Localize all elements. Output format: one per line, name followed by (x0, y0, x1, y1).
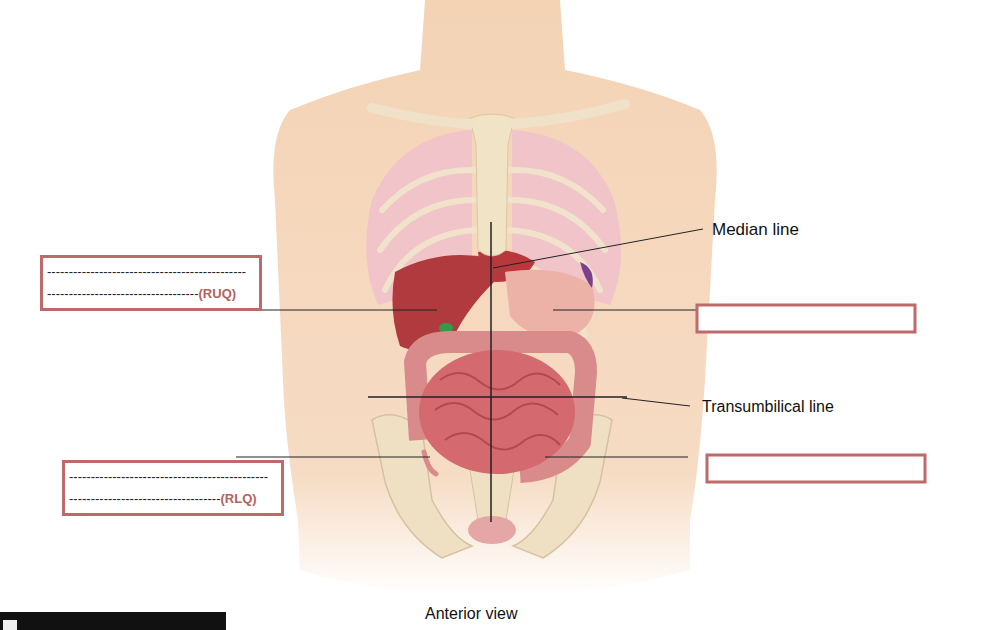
line-label: Transumbilical line (702, 397, 922, 417)
appendix (424, 452, 436, 474)
small-intestine (419, 350, 575, 474)
blank-answer-box (697, 305, 915, 332)
corner-bar (0, 612, 226, 630)
quadrant-label-box: ----------------------------------------… (40, 255, 262, 311)
leader-lines (236, 229, 703, 457)
sternum (470, 114, 514, 256)
blank-dashes: ----------------------------------------… (69, 469, 268, 484)
left-clavicle (372, 108, 470, 124)
stomach (505, 270, 595, 337)
quadrant-abbreviation: (RLQ) (221, 491, 257, 506)
blank-dashes: ----------------------------------- (47, 286, 199, 301)
bladder (468, 516, 516, 544)
intestine-folds (435, 373, 560, 450)
view-caption: Anterior view (425, 604, 585, 624)
sacrum (470, 470, 514, 520)
corner-icon (3, 620, 17, 630)
text-line: ----------------------------------------… (47, 261, 255, 283)
spleen (580, 262, 593, 288)
quadrant-label-box: ----------------------------------------… (62, 460, 284, 516)
line-label: Median line (712, 219, 802, 241)
blank-answer-box (707, 455, 925, 482)
text-line: -----------------------------------(RLQ) (69, 488, 277, 510)
text-line: ----------------------------------------… (69, 466, 277, 488)
right-clavicle (514, 104, 625, 124)
blank-dashes: ----------------------------------- (69, 491, 221, 506)
quadrant-abbreviation: (RUQ) (199, 286, 237, 301)
body-outline (273, 0, 716, 595)
blank-dashes: ----------------------------------------… (47, 264, 246, 279)
text-line: -----------------------------------(RUQ) (47, 283, 255, 305)
